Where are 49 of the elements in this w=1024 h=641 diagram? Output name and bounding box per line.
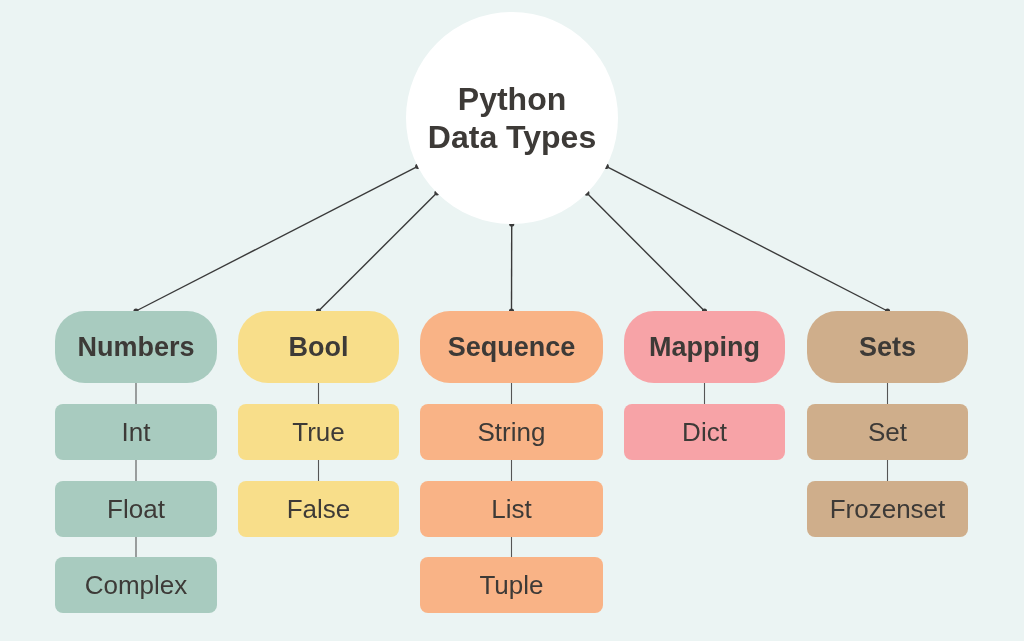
connector-line	[886, 459, 889, 482]
type-label: Int	[121, 416, 151, 448]
connector-line	[886, 382, 889, 405]
connector-line	[510, 536, 513, 558]
category-box	[420, 311, 603, 383]
type-label: True	[292, 416, 345, 448]
connector-line	[510, 382, 513, 405]
connector-line	[584, 190, 708, 314]
connector-line	[603, 163, 891, 314]
category-box	[238, 311, 399, 383]
connector-line	[508, 221, 515, 314]
topic-label: Python Data Types	[426, 80, 598, 156]
type-box	[807, 481, 968, 537]
type-box	[420, 557, 603, 613]
category-label: Sets	[858, 331, 916, 363]
type-box	[624, 404, 785, 460]
type-box	[420, 404, 603, 460]
category-label: Numbers	[77, 331, 195, 363]
category-label: Sequence	[447, 331, 576, 363]
category-box	[55, 311, 217, 383]
category-box	[807, 311, 968, 383]
type-box	[55, 404, 217, 460]
type-label: List	[491, 493, 532, 525]
connector-line	[133, 163, 421, 314]
connector-line	[135, 382, 137, 405]
type-label: Frozenset	[829, 493, 946, 525]
type-label: Set	[868, 416, 907, 448]
type-box	[55, 481, 217, 537]
type-label: False	[286, 493, 351, 525]
connector-line	[135, 536, 137, 558]
type-box	[55, 557, 217, 613]
type-label: Complex	[84, 569, 188, 601]
type-box	[238, 404, 399, 460]
type-label: Tuple	[479, 569, 544, 601]
connector-line	[315, 190, 440, 314]
type-box	[807, 404, 968, 460]
connector-line	[317, 382, 320, 405]
connector-line	[510, 459, 513, 482]
connector-line	[135, 459, 137, 482]
type-box	[420, 481, 603, 537]
category-label: Bool	[288, 331, 349, 363]
connector-line	[703, 382, 706, 405]
type-label: Float	[107, 493, 165, 525]
type-label: String	[477, 416, 546, 448]
category-box	[624, 311, 785, 383]
connector-line	[317, 459, 320, 482]
type-box	[238, 481, 399, 537]
category-label: Mapping	[649, 331, 760, 363]
type-label: Dict	[682, 416, 727, 448]
